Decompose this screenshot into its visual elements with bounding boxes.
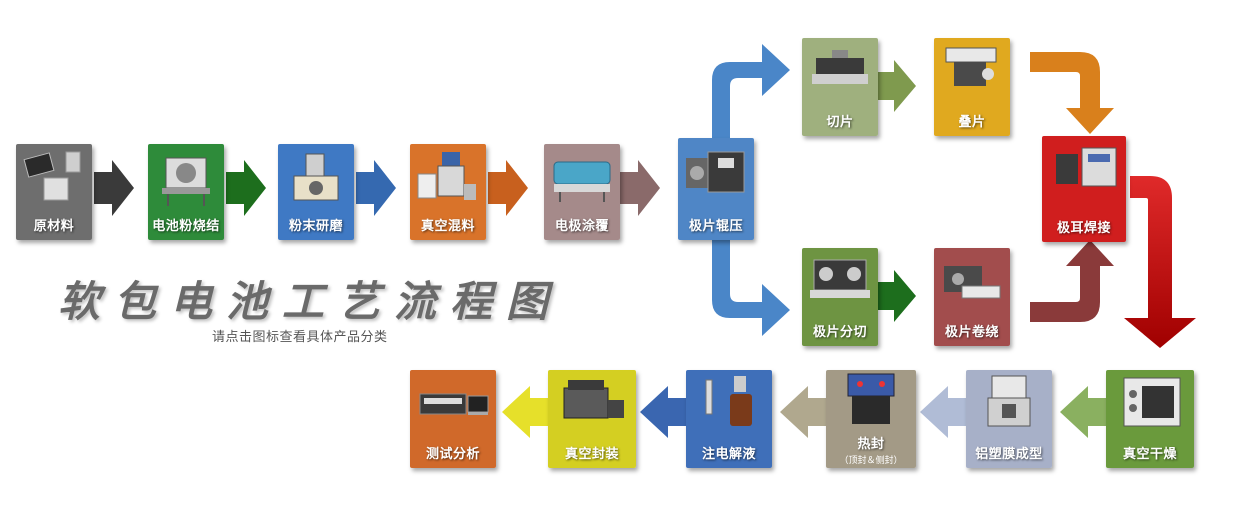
arrow-roll-cut <box>712 44 790 140</box>
coater-icon <box>553 161 611 202</box>
arrow-dry-form <box>1060 386 1106 438</box>
step-mix[interactable]: 真空混料 <box>410 144 486 240</box>
arrow-roll-slit <box>712 240 790 336</box>
raw-material-icon <box>23 151 81 201</box>
step-cut[interactable]: 切片 <box>802 38 878 136</box>
step-label: 极耳焊接 <box>1056 221 1111 236</box>
arrow-cut-stack <box>878 60 916 112</box>
arrow-coat-roll <box>620 160 660 216</box>
stacker-icon <box>945 47 997 86</box>
slitter-icon <box>810 259 870 298</box>
step-sublabel: （顶封＆侧封） <box>839 456 903 466</box>
step-vseal[interactable]: 真空封装 <box>548 370 636 468</box>
winder-icon <box>944 266 1001 299</box>
step-label: 真空混料 <box>420 219 475 234</box>
step-sinter[interactable]: 电池粉烧结 <box>148 144 224 240</box>
arrow-raw-sinter <box>94 160 134 216</box>
step-test[interactable]: 测试分析 <box>410 370 496 468</box>
roller-press-icon <box>686 151 745 193</box>
mixer-icon <box>417 152 476 200</box>
welder-icon <box>1056 147 1117 187</box>
step-raw[interactable]: 原材料 <box>16 144 92 240</box>
step-label: 粉末研磨 <box>288 219 343 234</box>
step-label: 电极涂覆 <box>554 219 609 234</box>
arrow-sinter-grind <box>226 160 266 216</box>
step-label: 真空封装 <box>564 447 619 462</box>
grinder-icon <box>293 153 339 201</box>
furnace-icon <box>162 157 210 206</box>
arrow-grind-mix <box>356 160 396 216</box>
step-coat[interactable]: 电极涂覆 <box>544 144 620 240</box>
page-subtitle: 请点击图标查看具体产品分类 <box>212 330 388 345</box>
step-label: 叠片 <box>958 115 986 130</box>
arrow-vseal-test <box>502 386 548 438</box>
step-label: 极片辊压 <box>688 219 743 234</box>
vacuum-oven-icon <box>1123 377 1181 427</box>
arrow-form-heat <box>920 386 966 438</box>
step-label: 原材料 <box>33 219 75 234</box>
step-label: 真空干燥 <box>1122 447 1177 462</box>
step-roll[interactable]: 极片辊压 <box>678 138 754 240</box>
cutter-icon <box>812 50 868 84</box>
battery-tester-icon <box>419 393 489 415</box>
step-wind[interactable]: 极片卷绕 <box>934 248 1010 346</box>
vacuum-sealer-icon <box>563 380 624 419</box>
step-label: 热封 <box>857 437 885 452</box>
step-stack[interactable]: 叠片 <box>934 38 1010 136</box>
step-label: 极片分切 <box>812 325 867 340</box>
step-label: 测试分析 <box>425 447 480 462</box>
heat-sealer-icon <box>847 373 895 424</box>
step-form[interactable]: 铝塑膜成型 <box>966 370 1052 468</box>
step-label: 注电解液 <box>701 447 756 462</box>
step-label: 极片卷绕 <box>944 325 999 340</box>
step-slit[interactable]: 极片分切 <box>802 248 878 346</box>
arrow-mix-coat <box>488 160 528 216</box>
arrow-weld-dry <box>1124 176 1196 348</box>
arrow-stack-weld <box>1030 52 1114 134</box>
arrow-slit-wind <box>878 270 916 322</box>
arrow-wind-weld <box>1030 240 1114 322</box>
arrow-heat-inject <box>780 386 826 438</box>
step-label: 铝塑膜成型 <box>975 447 1043 462</box>
step-label: 切片 <box>826 115 854 130</box>
step-weld[interactable]: 极耳焊接 <box>1042 136 1126 242</box>
step-heat[interactable]: 热封 （顶封＆侧封） <box>826 370 916 468</box>
step-grind[interactable]: 粉末研磨 <box>278 144 354 240</box>
electrolyte-injector-icon <box>705 376 752 426</box>
forming-press-icon <box>987 375 1031 427</box>
step-inject[interactable]: 注电解液 <box>686 370 772 468</box>
step-dry[interactable]: 真空干燥 <box>1106 370 1194 468</box>
step-label: 电池粉烧结 <box>152 219 220 234</box>
arrow-inject-vseal <box>640 386 686 438</box>
page-title: 软包电池工艺流程图 <box>58 277 563 326</box>
